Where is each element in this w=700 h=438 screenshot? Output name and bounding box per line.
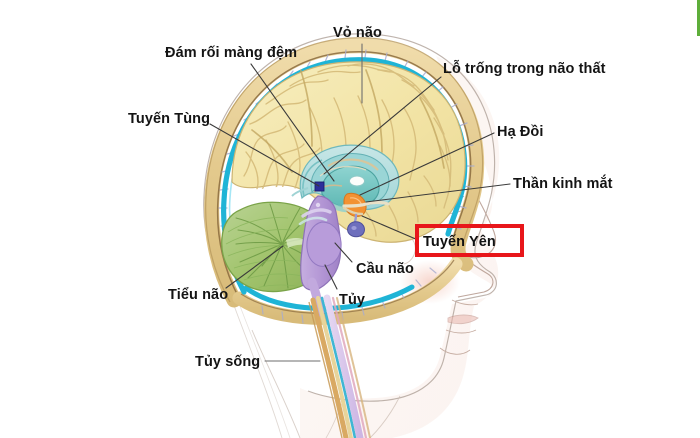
leader-line-dam-roi-mang-dem bbox=[250, 63, 335, 182]
leader-line-tuy bbox=[324, 264, 338, 290]
label-tuyen-tung: Tuyến Tùng bbox=[128, 111, 211, 127]
label-tuy: Tủy bbox=[339, 292, 366, 308]
label-lo-trong-trong-nao-that: Lỗ trống trong não thất bbox=[443, 61, 606, 77]
label-vo-nao: Vỏ não bbox=[333, 25, 382, 41]
label-cau-nao: Cầu não bbox=[356, 261, 414, 277]
label-tuyen-yen: Tuyến Yên bbox=[423, 234, 496, 250]
leader-line-than-kinh-mat bbox=[365, 183, 511, 203]
corpus-callosum-ventricle-group bbox=[299, 144, 400, 213]
leader-line-ha-doi bbox=[359, 132, 495, 196]
label-than-kinh-mat: Thần kinh mắt bbox=[513, 176, 613, 192]
optic-nerve-group bbox=[342, 200, 390, 216]
label-tieu-nao: Tiểu não bbox=[168, 287, 229, 303]
skull-bone-group bbox=[204, 37, 485, 325]
label-tuy-song: Tủy sống bbox=[195, 354, 261, 370]
pineal-gland-group bbox=[291, 181, 325, 197]
spinal-cord-group bbox=[308, 294, 371, 438]
pituitary-gland-group bbox=[347, 213, 365, 238]
tuyen-yen-highlight-box bbox=[415, 224, 524, 257]
green-edge-mark bbox=[697, 0, 700, 36]
leader-line-tuyen-yen bbox=[361, 215, 419, 241]
label-ha-doi: Hạ Đồi bbox=[497, 124, 544, 140]
label-dam-roi-mang-dem: Đám rối màng đệm bbox=[165, 45, 298, 61]
leader-line-cau-nao bbox=[334, 242, 353, 263]
leader-lines-group bbox=[209, 43, 511, 362]
brainstem-group bbox=[298, 195, 342, 317]
leader-line-tieu-nao bbox=[225, 245, 284, 289]
leader-line-tuyen-tung bbox=[209, 123, 320, 187]
leader-line-lo-trong-trong-nao-that bbox=[323, 76, 442, 175]
